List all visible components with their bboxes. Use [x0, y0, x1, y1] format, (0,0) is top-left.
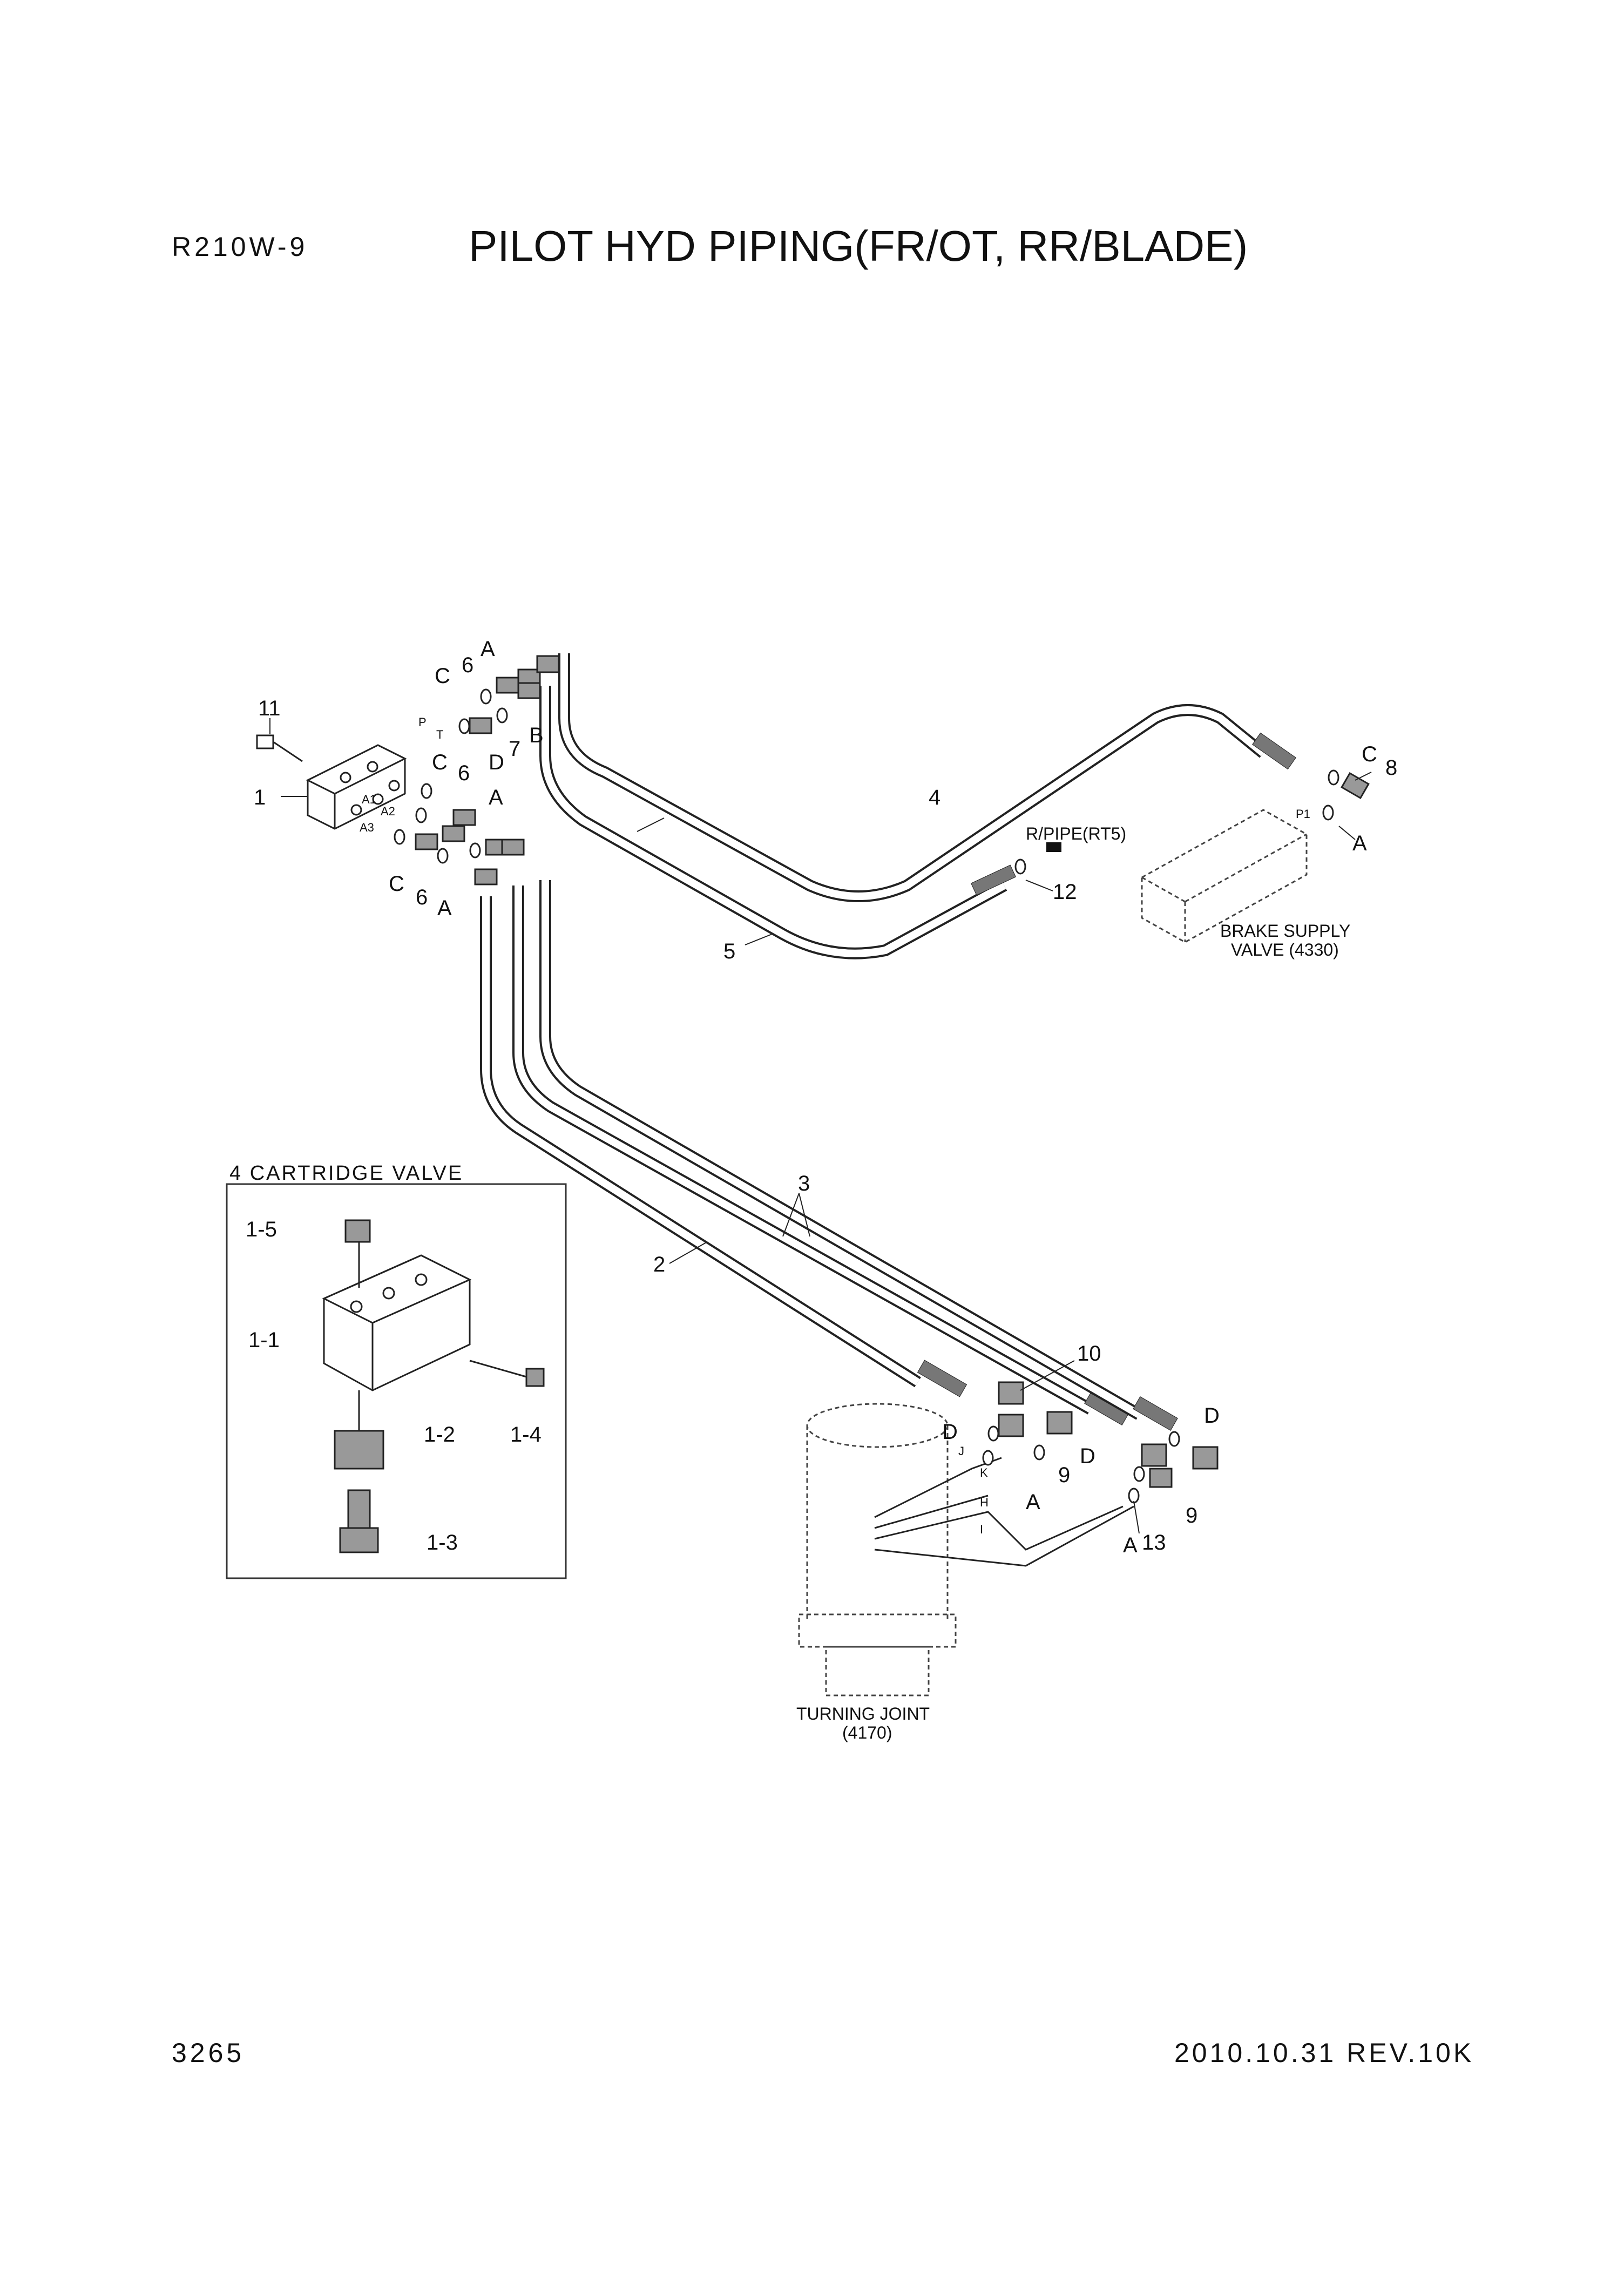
- port-i: I: [980, 1523, 983, 1536]
- port-letter-c-lower: C: [389, 872, 404, 896]
- port-letter-a-lower: A: [437, 896, 452, 920]
- port-k: K: [980, 1466, 988, 1479]
- bolt-11: [256, 734, 303, 762]
- port-letter-a-top: A: [481, 637, 495, 661]
- port-letter-a-tj1: A: [1026, 1490, 1040, 1514]
- cartridge-valve-body: [322, 1219, 545, 1553]
- turning-joint: [798, 1403, 957, 1696]
- return-pipe-fitting: [1014, 842, 1061, 875]
- callout-6-upper: 6: [462, 653, 473, 677]
- elbow-8: [1322, 769, 1370, 821]
- callout-4: 4: [929, 786, 940, 809]
- callout-8: 8: [1385, 756, 1397, 780]
- hose-3b: [539, 880, 1178, 1431]
- brake-supply-valve-label: VALVE (4330): [1231, 940, 1339, 959]
- fittings-upper: [458, 655, 560, 734]
- port-a1: A1: [362, 793, 376, 806]
- callout-3: 3: [798, 1172, 810, 1195]
- callout-13: 13: [1142, 1531, 1166, 1554]
- valve-block-1: [306, 744, 407, 830]
- callout-7: 7: [509, 737, 520, 761]
- callout-6-lower: 6: [416, 885, 428, 909]
- inset-callout-1-1: 1-1: [248, 1328, 280, 1352]
- hose-5: [539, 686, 1016, 959]
- port-a2: A2: [381, 805, 395, 818]
- page-number: 3265: [172, 2038, 245, 2068]
- port-letter-d-tj2: D: [1080, 1444, 1095, 1468]
- port-letter-c-right: C: [1362, 742, 1377, 766]
- hose-3a: [512, 885, 1129, 1425]
- callout-2: 2: [653, 1253, 665, 1276]
- callout-9-right: 9: [1186, 1504, 1197, 1527]
- inset-callout-1-4: 1-4: [510, 1423, 542, 1446]
- turning-joint-number: (4170): [842, 1723, 892, 1742]
- callout-5: 5: [723, 939, 735, 963]
- callout-6-mid: 6: [458, 761, 470, 785]
- hose-2: [480, 896, 967, 1397]
- port-p1: P1: [1296, 807, 1310, 821]
- revision-date: 2010.10.31 REV.10K: [1174, 2038, 1474, 2068]
- port-a3: A3: [360, 821, 374, 834]
- brake-supply-label: BRAKE SUPPLY: [1220, 921, 1350, 941]
- port-letter-b: B: [529, 724, 544, 747]
- fittings-turning-joint: [982, 1381, 1219, 1504]
- inset-frame: [226, 1183, 567, 1579]
- port-p: P: [418, 715, 427, 729]
- callout-11: 11: [258, 697, 281, 720]
- port-t: T: [436, 728, 443, 741]
- return-pipe-label: R/PIPE(RT5): [1026, 824, 1126, 843]
- turning-joint-lines: [874, 1457, 1134, 1567]
- port-h: H: [980, 1496, 989, 1509]
- inset-callout-1-5: 1-5: [246, 1218, 277, 1241]
- turning-joint-label: TURNING JOINT: [796, 1704, 930, 1723]
- fittings-lower: [394, 783, 525, 885]
- callout-12: 12: [1053, 880, 1077, 904]
- port-letter-c-mid: C: [432, 751, 448, 774]
- port-letter-c-top: C: [435, 664, 450, 688]
- port-j: J: [958, 1444, 964, 1458]
- port-letter-d-tj1: D: [942, 1420, 958, 1444]
- inset-title: 4 CARTRIDGE VALVE: [229, 1162, 463, 1185]
- inset-callout-1-2: 1-2: [424, 1423, 455, 1446]
- callout-1: 1: [254, 786, 266, 809]
- port-letter-a-right: A: [1352, 832, 1367, 855]
- brake-supply-valve: [1141, 809, 1308, 943]
- port-letter-a-mid: A: [489, 786, 503, 809]
- port-letter-d-top: D: [489, 751, 504, 774]
- callout-9-left: 9: [1058, 1463, 1070, 1487]
- hose-4: [558, 653, 1296, 902]
- callout-10: 10: [1077, 1342, 1101, 1366]
- model-code: R210W-9: [172, 232, 308, 262]
- page-title: PILOT HYD PIPING(FR/OT, RR/BLADE): [469, 222, 1248, 270]
- port-letter-a-tj2: A: [1123, 1533, 1138, 1557]
- port-letter-d-tj3: D: [1204, 1404, 1220, 1428]
- inset-callout-1-3: 1-3: [427, 1531, 458, 1554]
